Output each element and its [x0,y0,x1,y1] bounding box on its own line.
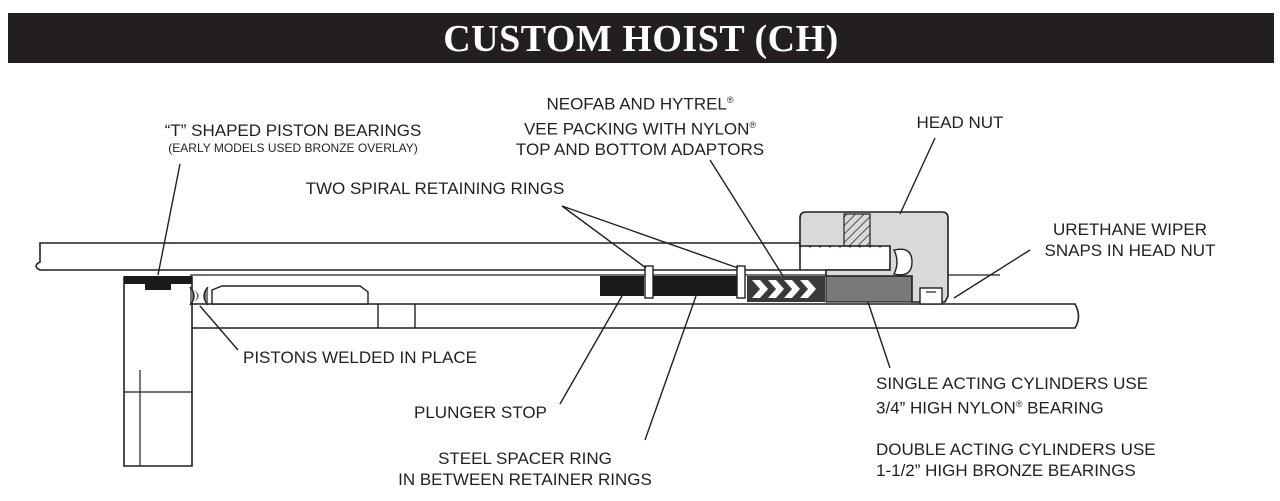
piston-weld [189,286,209,306]
cylinder-wall [35,242,801,271]
leader-wiper [953,249,1031,299]
plunger [179,303,1080,329]
t-piston-bearing [124,276,192,284]
leader-t-bearing [157,163,181,276]
label-wiper: URETHANE WIPER SNAPS IN HEAD NUT [1020,219,1240,261]
retaining-ring [644,265,654,299]
reg-mark: ® [749,119,757,130]
label-double-acting: DOUBLE ACTING CYLINDERS USE 1-1/2” HIGH … [876,439,1156,481]
urethane-wiper [919,287,943,305]
label-retaining-rings: TWO SPIRAL RETAINING RINGS [305,179,565,198]
leader-packing [709,159,784,277]
label-t-bearings: “T” SHAPED PISTON BEARINGS [164,121,422,140]
packing-line2: VEE PACKING WITH NYLON [523,119,750,139]
double-line1: DOUBLE ACTING CYLINDERS USE [876,440,1156,459]
page-title: CUSTOM HOIST (CH) [443,18,839,60]
label-packing: NEOFAB AND HYTREL® VEE PACKING WITH NYLO… [480,90,800,160]
leader-plunger-stop [559,295,623,405]
single-line1: SINGLE ACTING CYLINDERS USE [876,374,1149,393]
leader-pistons [199,305,239,351]
label-pistons-welded: PISTONS WELDED IN PLACE [243,348,477,367]
retaining-ring [736,265,746,299]
single-line2b: BEARING [1022,398,1104,418]
reg-mark: ® [1015,399,1023,409]
label-plunger-stop: PLUNGER STOP [414,403,547,422]
label-spacer: STEEL SPACER RING IN BETWEEN RETAINER RI… [370,448,680,490]
packing-line1: NEOFAB AND HYTREL [546,94,727,114]
leader-ring2 [561,205,739,269]
leader-spacer [644,295,697,441]
cylinder-base-column [123,276,193,467]
spacer-line2: IN BETWEEN RETAINER RINGS [398,470,652,489]
spacer-line1: STEEL SPACER RING [438,449,612,468]
bearing [825,275,913,303]
label-head-nut: HEAD NUT [916,113,1004,132]
label-t-bearings-note: (EARLY MODELS USED BRONZE OVERLAY) [168,141,418,155]
leader-ring1 [561,205,647,269]
label-single-acting: SINGLE ACTING CYLINDERS USE 3/4” HIGH NY… [876,373,1148,419]
wiper-line1: URETHANE WIPER [1053,220,1207,239]
wiper-line2: SNAPS IN HEAD NUT [1044,241,1216,260]
leader-bearing [867,301,891,369]
double-line2: 1-1/2” HIGH BRONZE BEARINGS [876,461,1136,480]
steel-spacer-ring [653,276,737,296]
head-nut [799,211,949,303]
plunger-stop [600,276,644,296]
packing-line3: TOP AND BOTTOM ADAPTORS [515,140,765,160]
single-line2a: 3/4” HIGH NYLON [876,398,1016,418]
title-bar: CUSTOM HOIST (CH) [8,13,1274,63]
reg-mark: ® [726,95,734,105]
leader-head-nut [899,137,936,215]
